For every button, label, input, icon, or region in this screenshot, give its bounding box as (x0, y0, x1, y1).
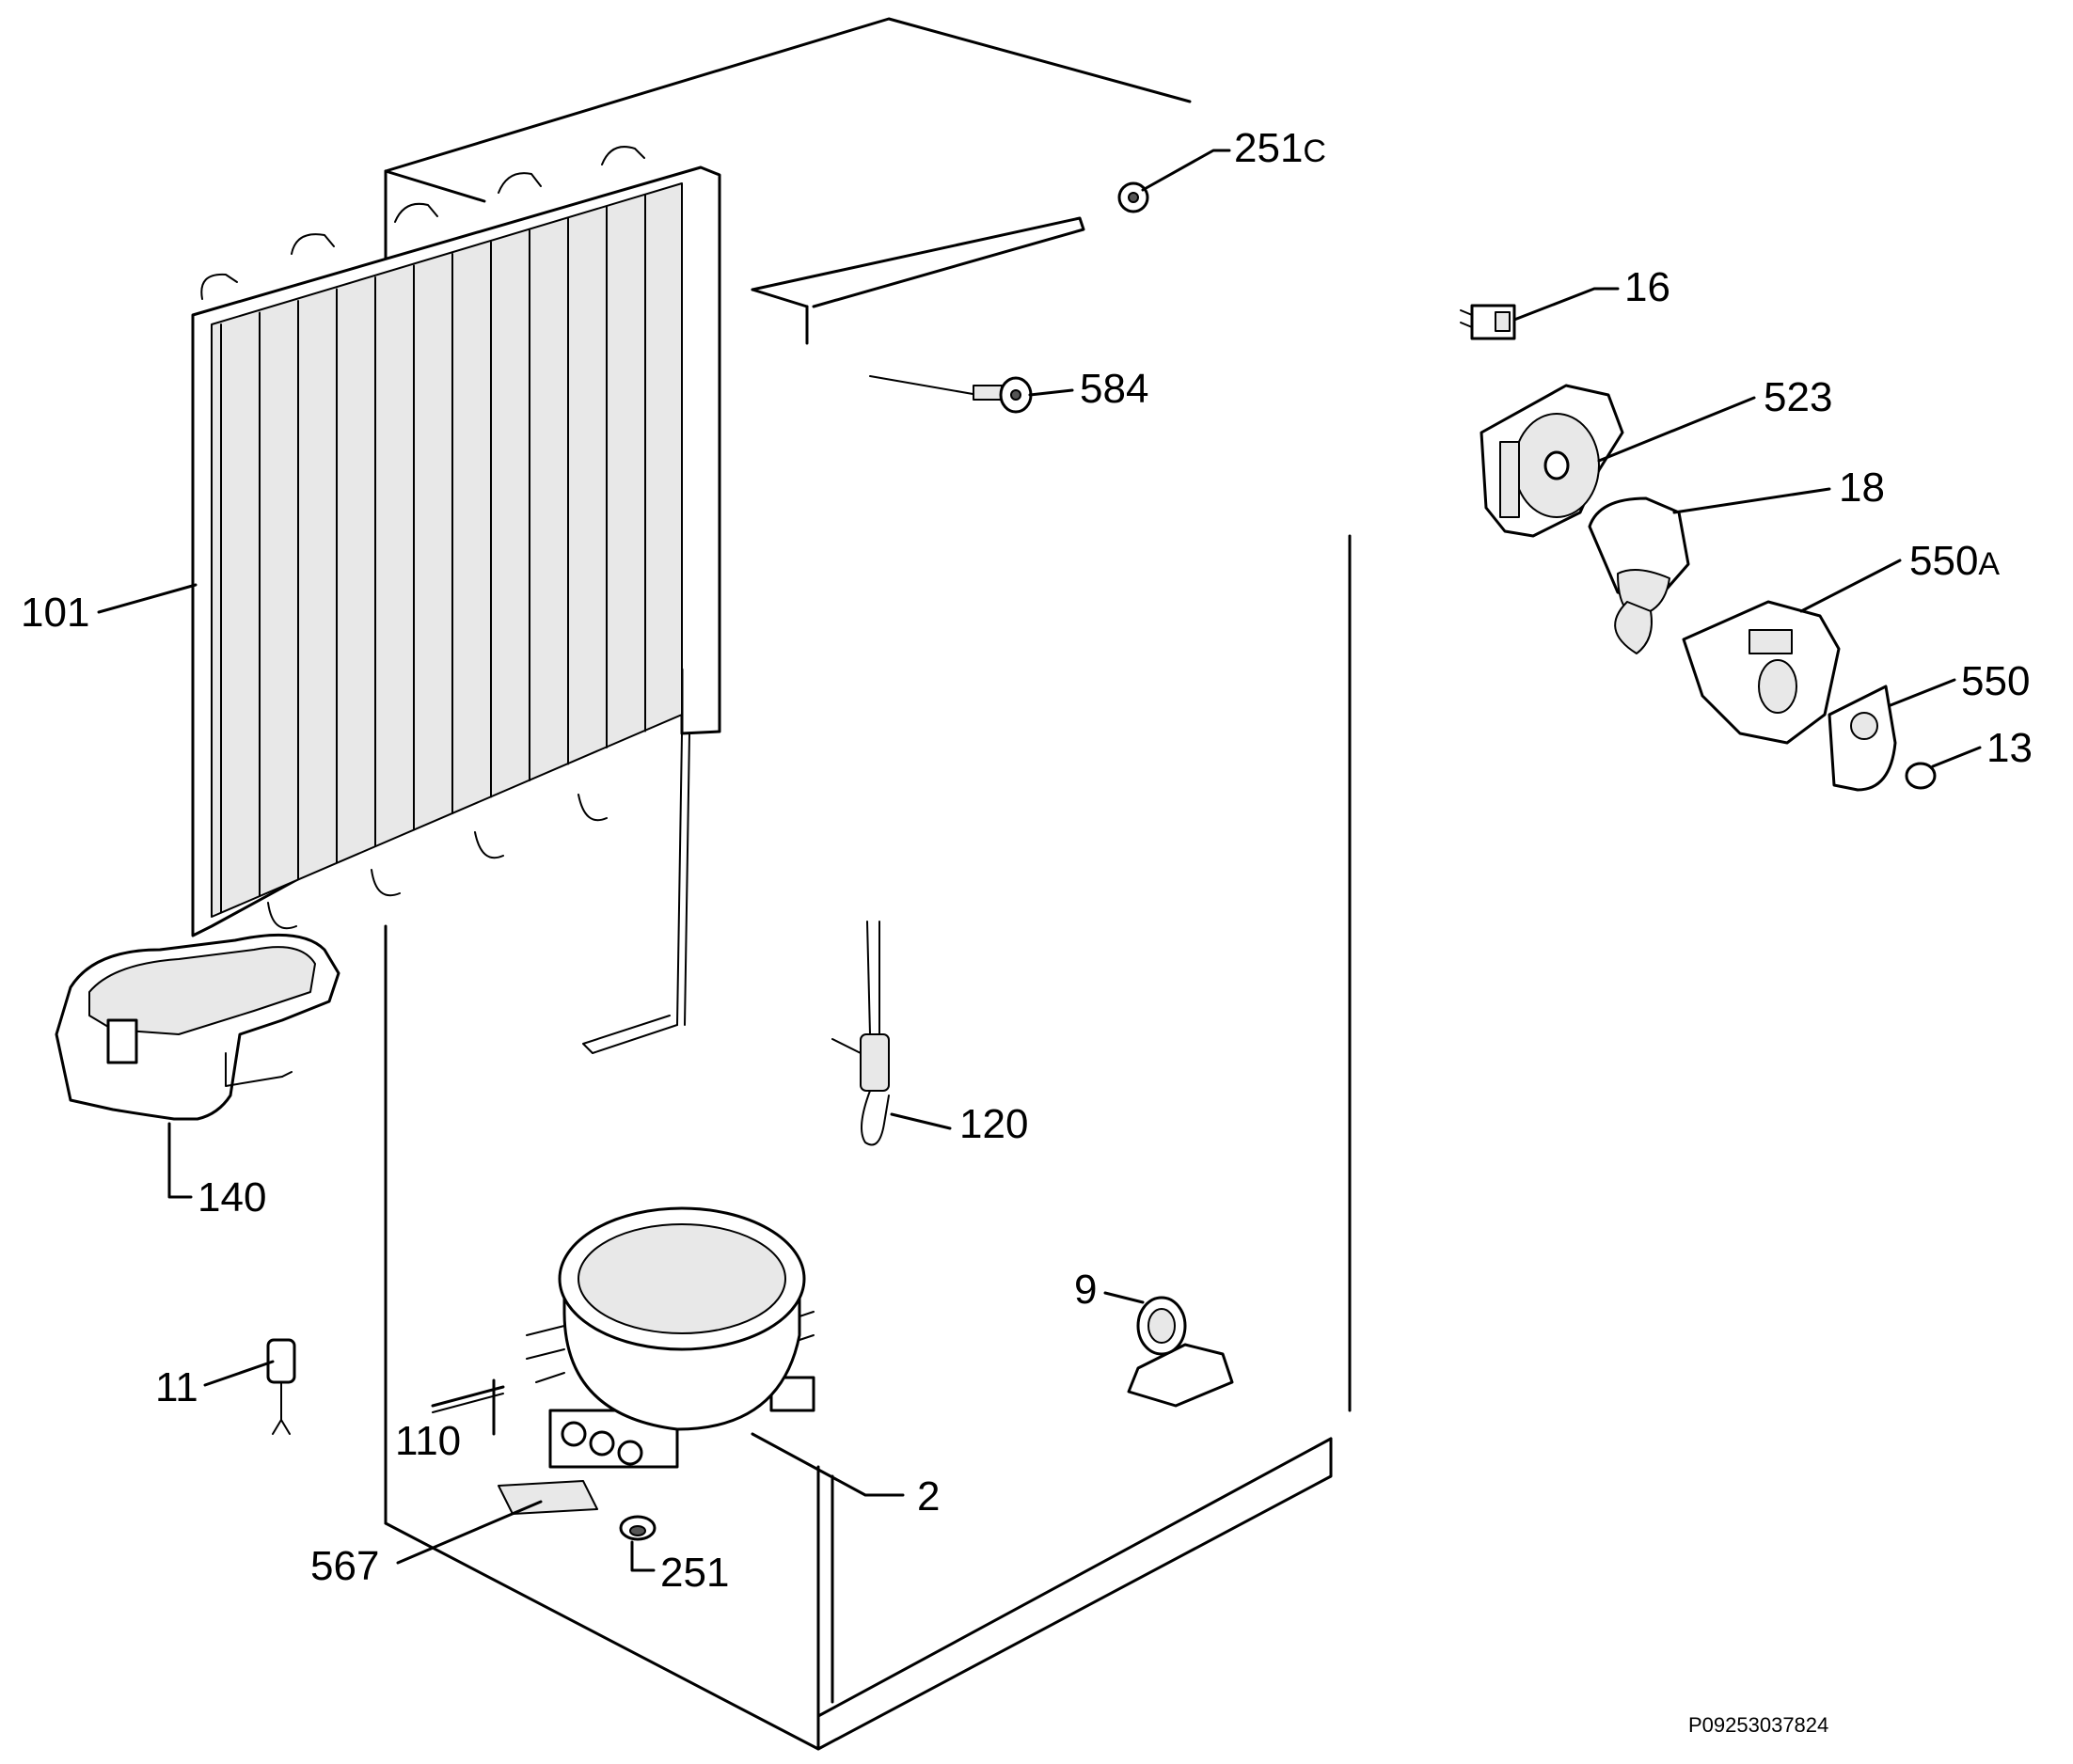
cover-550a (1682, 600, 1841, 745)
fan-housing-523 (1480, 384, 1624, 538)
label-140: 140 (198, 1174, 266, 1221)
cabinet-body (384, 17, 1352, 1751)
label-584: 584 (1080, 366, 1148, 412)
drip-tray-140 (55, 933, 340, 1121)
label-251c: 251C (1234, 125, 1326, 171)
leader-lines (97, 149, 1982, 1572)
label-11: 11 (155, 1364, 198, 1410)
part-11 (266, 1338, 296, 1435)
label-16: 16 (1624, 264, 1670, 310)
label-251c-suffix: C (1303, 134, 1326, 169)
label-2: 2 (917, 1473, 940, 1520)
label-550a: 550A (1909, 538, 2000, 584)
label-523: 523 (1764, 374, 1832, 420)
label-251c-number: 251 (1234, 125, 1303, 171)
label-550: 550 (1961, 658, 2030, 704)
label-251: 251 (660, 1550, 729, 1596)
label-13: 13 (1986, 725, 2033, 771)
pin-584 (869, 375, 1033, 414)
sensor-120 (831, 921, 890, 1146)
tube-110 (431, 1385, 505, 1413)
label-120: 120 (959, 1101, 1028, 1147)
switch-16 (1460, 304, 1516, 340)
clip-9 (1127, 1296, 1234, 1408)
cap-13 (1905, 762, 1937, 790)
grommet-251 (619, 1515, 657, 1541)
reference-code: P09253037824 (1688, 1713, 1828, 1737)
label-101: 101 (21, 590, 89, 636)
label-550a-suffix: A (1978, 546, 2000, 582)
label-550a-number: 550 (1909, 538, 1978, 584)
grommet-251c (1117, 181, 1149, 213)
condenser-fins (220, 194, 646, 913)
cover-550 (1828, 685, 1897, 792)
label-110: 110 (395, 1418, 461, 1464)
label-567: 567 (310, 1543, 379, 1589)
label-9: 9 (1074, 1267, 1097, 1313)
fan-motor-18 (1588, 496, 1690, 654)
part-labels: 101 140 11 110 567 251 2 9 120 584 251C … (21, 125, 2033, 1737)
compressor-2 (526, 1206, 815, 1469)
plate-567 (498, 1480, 598, 1515)
label-18: 18 (1839, 465, 1885, 511)
condenser-coil-101 (191, 146, 721, 1054)
